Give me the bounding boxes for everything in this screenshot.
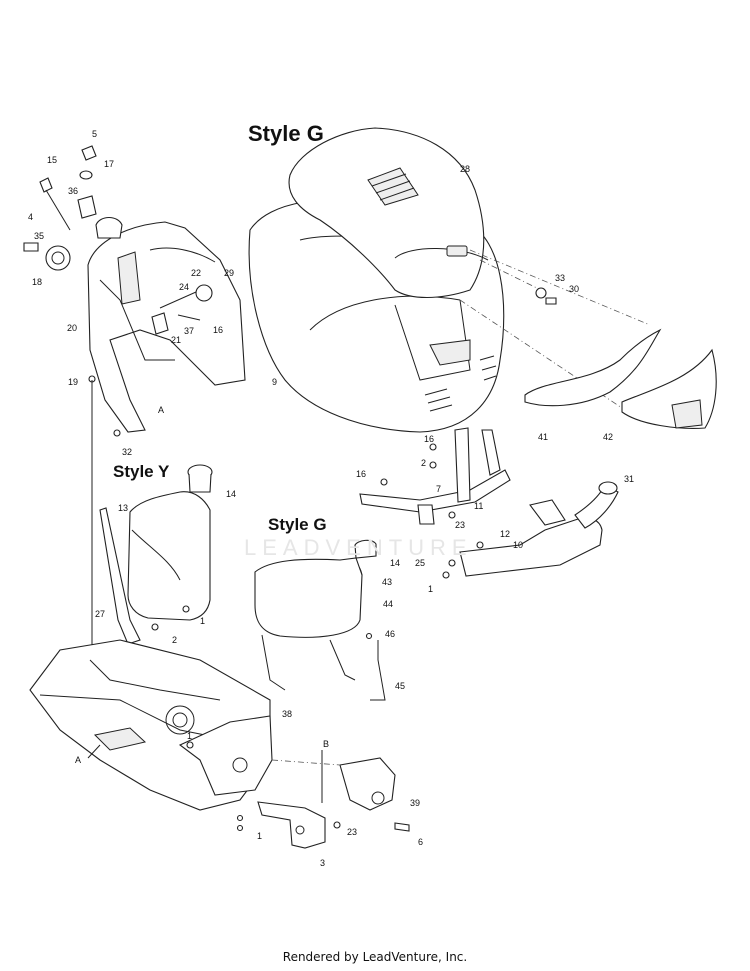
callout-41: 41 [538,432,548,442]
callout-6: 6 [418,837,423,847]
chassis-assembly [29,639,410,849]
callout-16c: 16 [356,469,366,479]
callout-14a: 14 [226,489,236,499]
callout-19: 19 [68,377,78,387]
callout-36: 36 [68,186,78,196]
callout-18: 18 [32,277,42,287]
callout-43: 43 [382,577,392,587]
hood-assembly [248,127,717,525]
callout-31: 31 [624,474,634,484]
callout-11: 11 [474,501,483,511]
callout-14b: 14 [390,558,400,568]
callout-1a: 1 [428,584,433,594]
callout-15: 15 [47,155,57,165]
callout-23b: 23 [347,827,357,837]
style-g-tank [254,539,386,701]
footer-credit: Rendered by LeadVenture, Inc. [282,950,468,964]
callout-labels: 5 15 17 4 36 35 18 22 29 24 37 16 21 20 … [28,129,634,868]
callout-17: 17 [104,159,114,169]
callout-38: 38 [282,709,292,719]
callout-22: 22 [191,268,201,278]
callout-12: 12 [500,529,510,539]
callout-1d: 1 [257,831,262,841]
callout-37: 37 [184,326,194,336]
callout-9: 9 [272,377,277,387]
header-style-y-tank: Style Y [113,462,170,481]
callout-25: 25 [415,558,425,568]
header-style-g-tank: Style G [268,515,327,534]
callout-27: 27 [95,609,105,619]
callout-b: B [323,739,329,749]
callout-2a: 2 [421,458,426,468]
callout-29: 29 [224,268,234,278]
callout-13: 13 [118,503,128,513]
callout-35: 35 [34,231,44,241]
header-style-g-hood: Style G [248,121,324,146]
callout-2b: 2 [172,635,177,645]
callout-39: 39 [410,798,420,808]
callout-32: 32 [122,447,132,457]
callout-46: 46 [385,629,395,639]
callout-a1: A [158,405,164,415]
callout-24: 24 [179,282,189,292]
callout-5: 5 [92,129,97,139]
callout-42: 42 [603,432,613,442]
watermark: LEADVENTURE [244,535,473,560]
callout-10: 10 [513,540,523,550]
callout-30: 30 [569,284,579,294]
callout-33: 33 [555,273,565,283]
callout-1b: 1 [200,616,205,626]
callout-16b: 16 [424,434,434,444]
callout-28: 28 [460,164,470,174]
callout-a2: A [75,755,81,765]
callout-45: 45 [395,681,405,691]
callout-23a: 23 [455,520,465,530]
callout-21: 21 [171,335,181,345]
callout-16a: 16 [213,325,223,335]
dash-assembly [23,145,246,700]
callout-44: 44 [383,599,393,609]
callout-20: 20 [67,323,77,333]
fuel-filler-assembly [442,481,619,579]
style-y-tank [99,464,213,645]
callout-4: 4 [28,212,33,222]
callout-3: 3 [320,858,325,868]
callout-1c: 1 [187,731,192,741]
callout-7: 7 [436,484,441,494]
